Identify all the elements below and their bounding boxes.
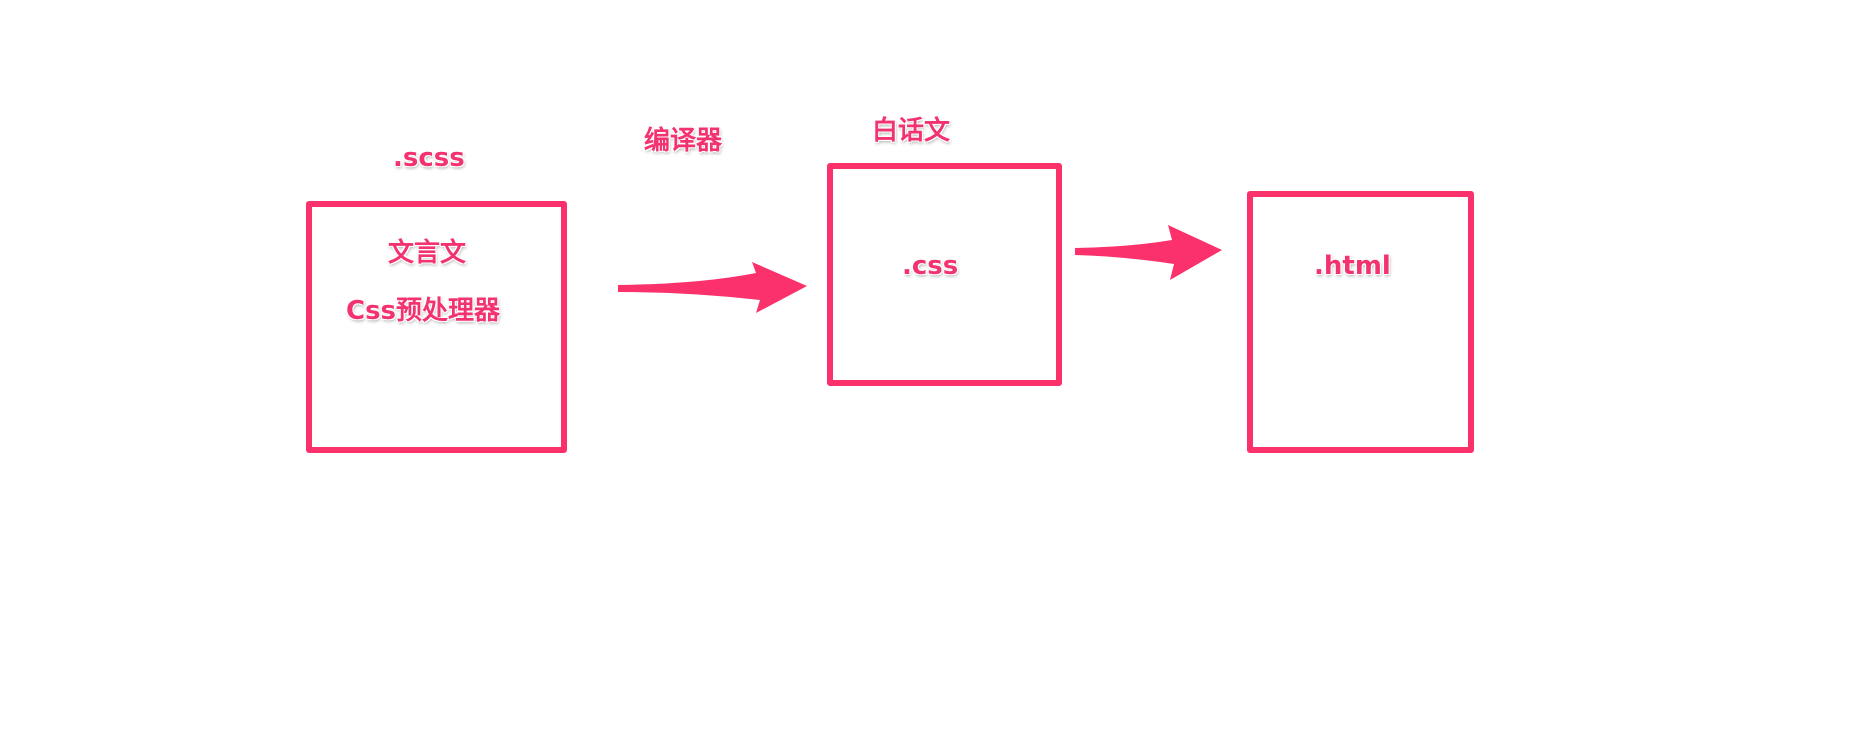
- css-label: .css: [902, 251, 959, 281]
- scss-box: [306, 201, 567, 453]
- css-caption: 白话文: [872, 116, 951, 146]
- html-box: [1247, 191, 1474, 453]
- compiler-label: 编译器: [644, 126, 723, 156]
- scss-line-2: Css预处理器: [346, 296, 501, 326]
- compiler-arrow: [618, 262, 807, 313]
- html-label: .html: [1314, 251, 1391, 281]
- scss-caption: .scss: [393, 143, 465, 173]
- css-box: [827, 163, 1062, 386]
- scss-line-1: 文言文: [388, 238, 467, 268]
- css-to-html-arrow: [1075, 225, 1222, 280]
